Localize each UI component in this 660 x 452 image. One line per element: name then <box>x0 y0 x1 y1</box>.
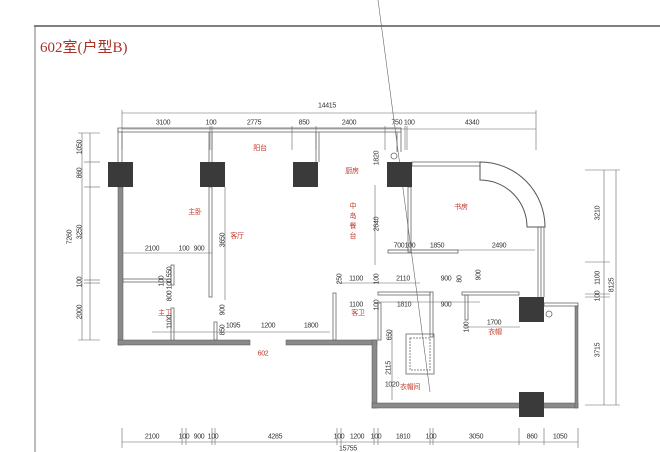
dim-right: 1100 <box>594 271 602 285</box>
curved-window-wall <box>479 161 546 228</box>
dim-interior: 550 <box>166 266 174 278</box>
dim-interior: 1810 <box>396 301 412 309</box>
dim-top: 750 100 <box>391 119 415 127</box>
dim-interior: 900 <box>440 275 452 283</box>
dim-interior: 100 <box>166 278 174 290</box>
room-label-guest-bath: 客卫 <box>351 310 365 317</box>
dim-interior: 3650 <box>219 232 227 248</box>
dim-bottom: 100 <box>207 433 219 441</box>
dim-bottom: 2100 <box>144 433 160 441</box>
dim-interior: 1820 <box>373 150 381 166</box>
dim-top: 100 <box>205 119 217 127</box>
dim-interior: 2490 <box>491 242 507 250</box>
room-label-island-dining: 中岛餐台 <box>349 202 356 242</box>
dim-interior: 100 <box>178 245 190 253</box>
dim-interior: 900 <box>440 301 452 309</box>
dim-interior: 2115 <box>385 361 393 375</box>
dim-right: 3715 <box>594 342 602 358</box>
dim-interior: 2110 <box>396 275 410 283</box>
dim-interior: 100 <box>404 242 416 250</box>
dim-interior: 1100 <box>166 315 174 329</box>
dim-right-total: 8125 <box>608 277 616 293</box>
dim-interior: 700 <box>393 242 405 250</box>
dim-interior: 1095 <box>225 322 241 330</box>
dim-bottom: 100 <box>333 433 345 441</box>
dim-top-total: 14415 <box>318 102 336 110</box>
dim-interior: 1850 <box>429 242 445 250</box>
dim-bottom: 100 <box>425 433 437 441</box>
dim-bottom: 1050 <box>552 433 568 441</box>
dim-left: 860 <box>76 167 84 179</box>
dim-right: 3210 <box>594 205 602 221</box>
dim-left: 3250 <box>76 224 84 240</box>
dim-bottom: 3050 <box>468 433 484 441</box>
dim-bottom: 1200 <box>349 433 365 441</box>
dim-interior: 1100 <box>349 275 363 283</box>
dim-top: 850 <box>298 119 310 127</box>
dim-interior: 100 <box>463 321 471 333</box>
dim-left: 100 <box>76 276 84 288</box>
dim-interior: 1100 <box>349 301 363 309</box>
dim-interior: 250 <box>336 273 344 285</box>
dim-bottom: 1810 <box>395 433 411 441</box>
dim-interior: 900 <box>193 245 205 253</box>
dim-left-total: 7260 <box>66 229 74 245</box>
room-label-master-bath: 主卫 <box>158 310 172 317</box>
dim-bottom: 100 <box>370 433 382 441</box>
structural-columns <box>108 162 544 417</box>
dim-interior: 1200 <box>260 322 276 330</box>
dim-right: 100 <box>594 290 602 302</box>
room-label-balcony: 阳台 <box>253 145 267 152</box>
dim-interior: 2100 <box>144 245 160 253</box>
dim-interior: 80 <box>456 275 464 283</box>
dim-interior: 1800 <box>303 322 319 330</box>
dim-top: 2400 <box>341 119 357 127</box>
dimension-lines <box>78 0 620 448</box>
dim-bottom-total: 15755 <box>339 445 357 452</box>
dim-bottom: 900 <box>193 433 205 441</box>
dim-interior: 100 <box>373 273 381 285</box>
dim-interior: 800 <box>166 290 174 302</box>
dim-bottom: 4285 <box>267 433 283 441</box>
dim-interior: 100 <box>373 299 381 311</box>
dim-left: 2000 <box>76 304 84 320</box>
dim-top: 3100 <box>155 119 171 127</box>
room-label-walk-in-closet: 衣帽间 <box>399 384 421 391</box>
dim-interior: 900 <box>219 304 227 316</box>
room-label-master-bedroom: 主卧 <box>188 209 202 216</box>
dim-interior: 2640 <box>373 216 381 232</box>
dim-bottom: 100 <box>178 433 190 441</box>
plan-title: 602室(户型B) <box>40 40 128 56</box>
dim-bottom: 860 <box>526 433 538 441</box>
room-label-living-room: 客厅 <box>230 233 244 240</box>
room-label-wardrobe: 衣帽 <box>488 329 502 336</box>
dim-interior: 1020 <box>384 381 400 389</box>
dim-interior: 650 <box>386 329 394 341</box>
dim-left: 1050 <box>76 139 84 155</box>
dim-top: 2775 <box>246 119 262 127</box>
dim-interior: 900 <box>475 269 483 281</box>
dim-interior: 100 <box>158 275 166 287</box>
dim-top: 4340 <box>464 119 480 127</box>
room-label-kitchen: 厨房 <box>345 168 359 175</box>
dim-interior: 1700 <box>486 319 502 327</box>
room-label-study: 书房 <box>454 204 468 211</box>
unit-number-label: 602 <box>257 350 269 358</box>
